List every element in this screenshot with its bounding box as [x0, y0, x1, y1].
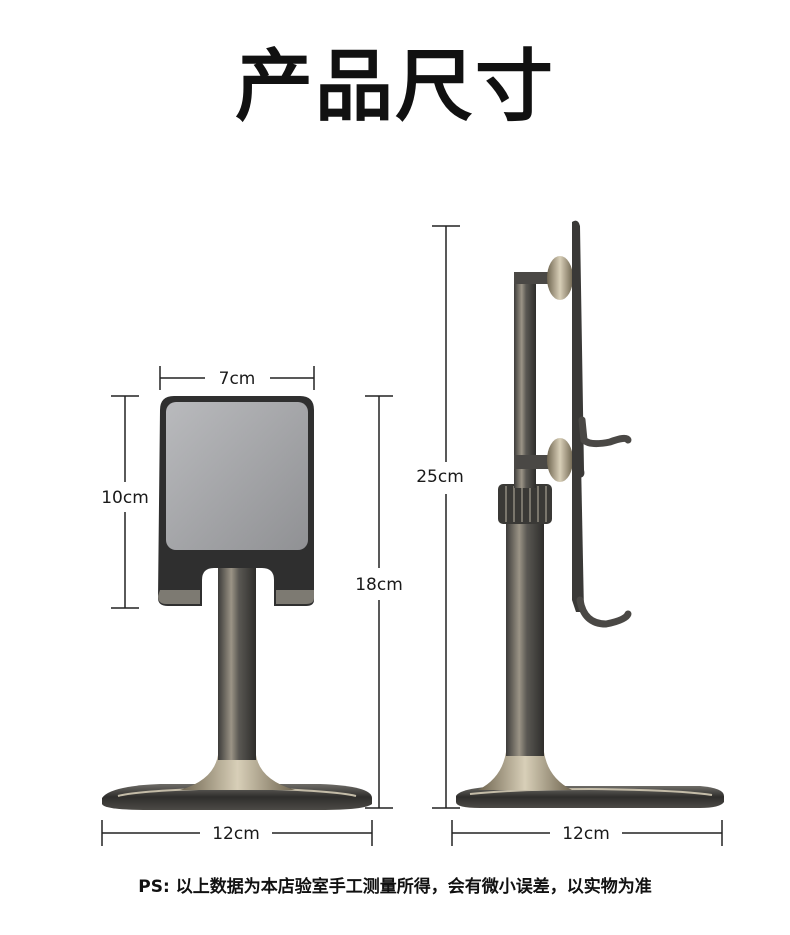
front-flare [180, 755, 295, 790]
side-upper-pole [514, 276, 536, 488]
front-pole [218, 566, 256, 760]
measurement-note: PS: 以上数据为本店验室手工测量所得，会有微小误差，以实物为准 [138, 877, 652, 897]
side-lower-pole [506, 520, 544, 756]
side-view [456, 220, 724, 808]
dim-front-total-height-label: 18cm [355, 575, 403, 595]
side-joint-top [547, 256, 573, 300]
side-flare [478, 752, 572, 790]
side-plate-lower [572, 403, 584, 612]
dim-side-total-height-label: 25cm [416, 467, 464, 487]
page-title: 产品尺寸 [234, 42, 555, 132]
side-hook-upper [578, 416, 632, 448]
front-view [102, 396, 372, 810]
dim-front-width-label: 7cm [219, 369, 256, 389]
side-hook-lower [576, 596, 632, 628]
dim-side-base-width-label: 12cm [562, 824, 610, 844]
side-dimensions [432, 225, 723, 846]
front-dimensions [101, 366, 393, 846]
front-plate [166, 402, 308, 550]
dim-front-base-width-label: 12cm [212, 824, 260, 844]
dim-front-holder-height-label: 10cm [101, 488, 149, 508]
side-joint-middle [547, 438, 573, 482]
